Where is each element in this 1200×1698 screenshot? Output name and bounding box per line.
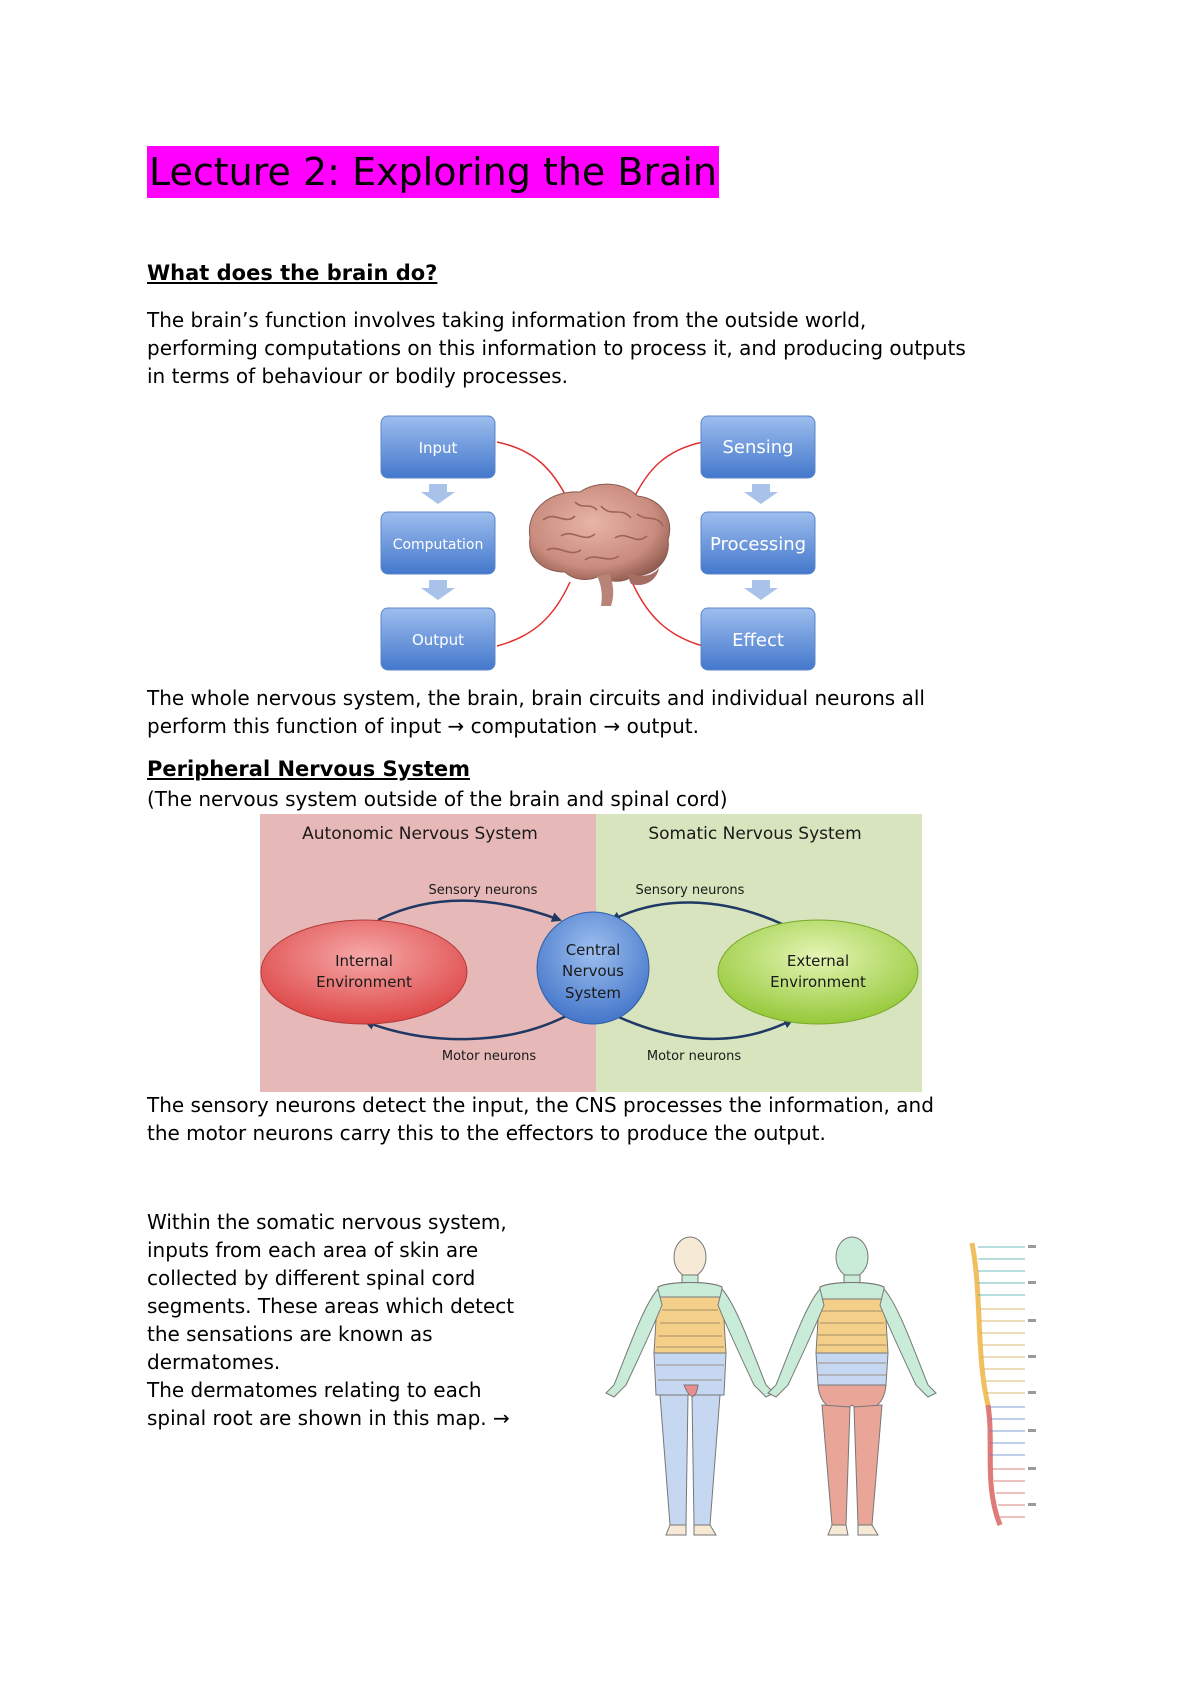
flow-box-computation: Computation <box>380 511 496 575</box>
svg-text:Central: Central <box>566 941 621 959</box>
box-label: Effect <box>732 630 784 651</box>
text-line: in terms of behaviour or bodily processe… <box>147 364 569 388</box>
svg-text:System: System <box>565 984 621 1002</box>
page-title: Lecture 2: Exploring the Brain <box>147 146 720 198</box>
section-heading-pns: Peripheral Nervous System <box>147 757 470 781</box>
text-line: dermatomes. <box>147 1350 281 1374</box>
text-line: The sensory neurons detect the input, th… <box>147 1093 934 1117</box>
text-line: perform this function of input → computa… <box>147 714 699 738</box>
brain-flow-diagram: Input Computation Output Sensing Process… <box>380 415 816 671</box>
cerebellum <box>625 568 659 586</box>
text-line: Within the somatic nervous system, <box>147 1210 507 1234</box>
connector-effect-brain <box>631 581 704 647</box>
box-label: Processing <box>710 534 806 555</box>
svg-text:Nervous: Nervous <box>562 962 624 980</box>
text-line: collected by different spinal cord <box>147 1266 476 1290</box>
flow-box-effect: Effect <box>700 607 816 671</box>
section-heading-brain: What does the brain do? <box>147 261 438 285</box>
motor-neurons-label-right: Motor neurons <box>647 1049 741 1064</box>
back-body-figure <box>767 1236 937 1536</box>
down-chevron-icon <box>744 484 778 504</box>
motor-neurons-label-left: Motor neurons <box>442 1049 536 1064</box>
front-body-figure <box>605 1236 775 1536</box>
svg-text:Internal: Internal <box>335 952 393 970</box>
paragraph-brain-function: The brain’s function involves taking inf… <box>147 306 966 390</box>
flow-box-output: Output <box>380 607 496 671</box>
flow-box-sensing: Sensing <box>700 415 816 479</box>
connector-sensing-brain <box>631 441 704 503</box>
somatic-title: Somatic Nervous System <box>648 824 861 844</box>
box-label: Output <box>412 631 464 649</box>
sensory-neurons-label-right: Sensory neurons <box>636 883 745 898</box>
down-chevron-icon <box>744 580 778 600</box>
internal-environment-node: Internal Environment <box>260 919 468 1025</box>
sensory-arrow-left <box>377 899 562 922</box>
sensory-neurons-label-left: Sensory neurons <box>429 883 538 898</box>
svg-text:Environment: Environment <box>316 973 412 991</box>
box-label: Sensing <box>722 437 793 458</box>
paragraph-sensory-motor: The sensory neurons detect the input, th… <box>147 1091 934 1147</box>
motor-arrow-right <box>611 1012 794 1040</box>
paragraph-dermatomes: Within the somatic nervous system, input… <box>147 1208 514 1432</box>
dermatome-map <box>605 1236 1036 1536</box>
motor-arrow-left <box>364 1012 571 1041</box>
pns-diagram: Autonomic Nervous System Somatic Nervous… <box>260 814 922 1092</box>
text-line: segments. These areas which detect <box>147 1294 515 1318</box>
down-chevron-icon <box>421 484 455 504</box>
svg-text:External: External <box>787 952 849 970</box>
svg-text:Environment: Environment <box>770 973 866 991</box>
text-line: The whole nervous system, the brain, bra… <box>147 686 925 710</box>
sensory-arrow-right <box>610 901 783 926</box>
text-line: inputs from each area of skin are <box>147 1238 479 1262</box>
text-line: the sensations are known as <box>147 1322 433 1346</box>
text-line: The dermatomes relating to each <box>147 1378 482 1402</box>
autonomic-title: Autonomic Nervous System <box>302 824 538 844</box>
text-line: spinal root are shown in this map. → <box>147 1406 510 1430</box>
flow-box-processing: Processing <box>700 511 816 575</box>
brain-stem <box>597 574 614 606</box>
external-environment-node: External Environment <box>717 919 919 1025</box>
cns-node: Central Nervous System <box>536 911 650 1025</box>
spine-side-figure <box>969 1242 1036 1526</box>
down-chevron-icon <box>421 580 455 600</box>
box-label: Computation <box>393 537 484 553</box>
pns-subtitle: (The nervous system outside of the brain… <box>147 787 728 811</box>
flow-box-input: Input <box>380 415 496 479</box>
text-line: performing computations on this informat… <box>147 336 966 360</box>
text-line: the motor neurons carry this to the effe… <box>147 1121 826 1145</box>
box-label: Input <box>419 439 458 457</box>
text-line: The brain’s function involves taking inf… <box>147 308 867 332</box>
connector-output-brain <box>496 581 571 647</box>
connector-input-brain <box>496 441 569 501</box>
brain-image <box>528 483 671 606</box>
lumbar-region <box>653 1352 727 1396</box>
paragraph-nervous-function: The whole nervous system, the brain, bra… <box>147 684 925 740</box>
